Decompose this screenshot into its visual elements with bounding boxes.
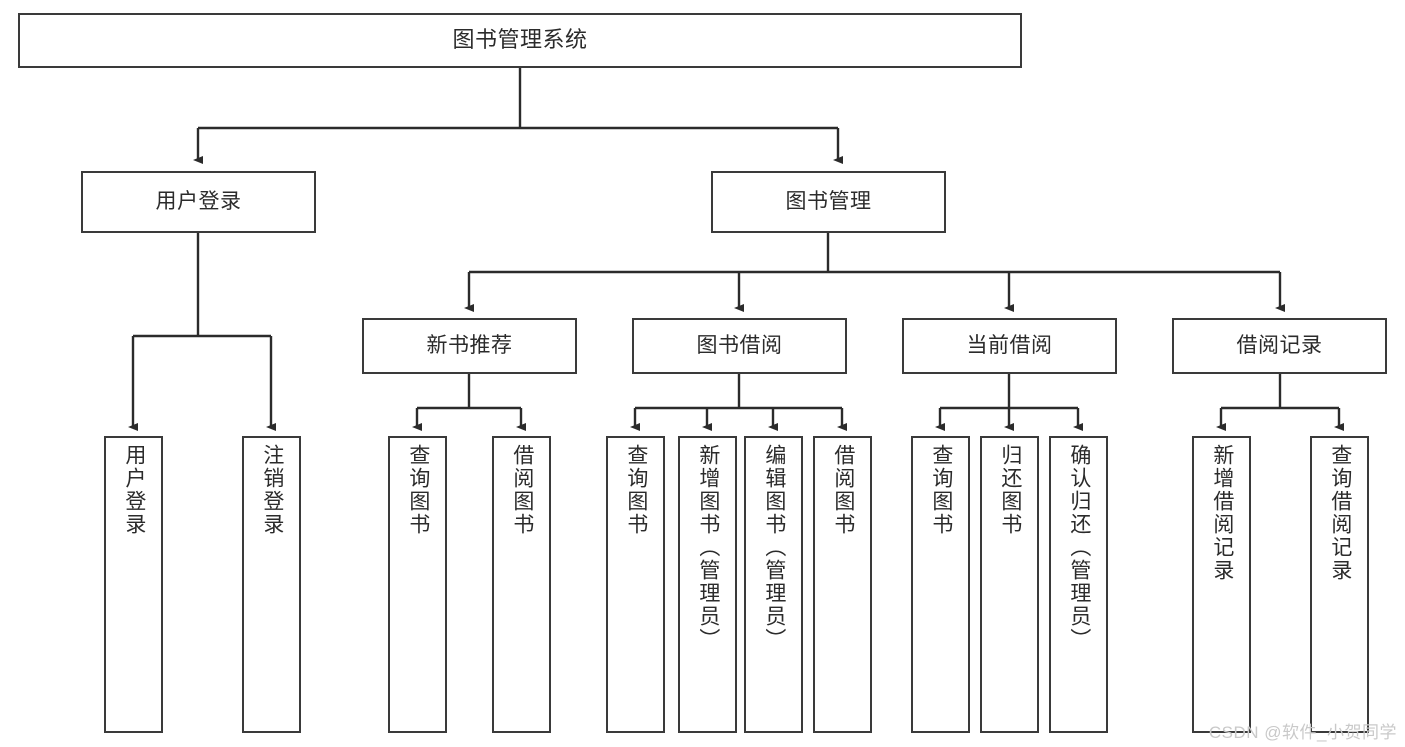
node-current-borrow[interactable]: 当前借阅 bbox=[902, 318, 1117, 374]
leaf-borrow-book-2[interactable]: 借阅图书 bbox=[813, 436, 872, 733]
leaf-logout-label: 注销登录 bbox=[260, 444, 284, 536]
leaf-query-book-1-label: 查询图书 bbox=[406, 444, 430, 536]
leaf-return-book[interactable]: 归还图书 bbox=[980, 436, 1039, 733]
leaf-confirm-return[interactable]: 确认归还（管理员） bbox=[1049, 436, 1108, 733]
leaf-borrow-book-1-label: 借阅图书 bbox=[510, 444, 534, 536]
node-borrow-record-label: 借阅记录 bbox=[1236, 333, 1323, 357]
node-book-borrow-label: 图书借阅 bbox=[696, 333, 783, 357]
leaf-query-book-2[interactable]: 查询图书 bbox=[606, 436, 665, 733]
leaf-add-book[interactable]: 新增图书（管理员） bbox=[678, 436, 737, 733]
leaf-add-record[interactable]: 新增借阅记录 bbox=[1192, 436, 1251, 733]
node-book-manage-label: 图书管理 bbox=[785, 189, 872, 213]
leaf-logout[interactable]: 注销登录 bbox=[242, 436, 301, 733]
leaf-edit-book[interactable]: 编辑图书（管理员） bbox=[744, 436, 803, 733]
node-new-book-rec[interactable]: 新书推荐 bbox=[362, 318, 577, 374]
leaf-confirm-return-label: 确认归还（管理员） bbox=[1067, 444, 1091, 651]
leaf-user-login-label: 用户登录 bbox=[122, 444, 146, 536]
leaf-query-record-label: 查询借阅记录 bbox=[1328, 444, 1352, 582]
leaf-return-book-label: 归还图书 bbox=[998, 444, 1022, 536]
node-current-borrow-label: 当前借阅 bbox=[966, 333, 1053, 357]
node-book-borrow[interactable]: 图书借阅 bbox=[632, 318, 847, 374]
leaf-query-book-3-label: 查询图书 bbox=[929, 444, 953, 536]
leaf-query-record[interactable]: 查询借阅记录 bbox=[1310, 436, 1369, 733]
leaf-query-book-3[interactable]: 查询图书 bbox=[911, 436, 970, 733]
leaf-query-book-1[interactable]: 查询图书 bbox=[388, 436, 447, 733]
leaf-query-book-2-label: 查询图书 bbox=[624, 444, 648, 536]
node-user-login-label: 用户登录 bbox=[155, 189, 242, 213]
leaf-edit-book-label: 编辑图书（管理员） bbox=[762, 444, 786, 651]
node-user-login[interactable]: 用户登录 bbox=[81, 171, 316, 233]
node-root[interactable]: 图书管理系统 bbox=[18, 13, 1022, 68]
leaf-user-login[interactable]: 用户登录 bbox=[104, 436, 163, 733]
leaf-borrow-book-2-label: 借阅图书 bbox=[831, 444, 855, 536]
leaf-borrow-book-1[interactable]: 借阅图书 bbox=[492, 436, 551, 733]
leaf-add-book-label: 新增图书（管理员） bbox=[696, 444, 720, 651]
node-book-manage[interactable]: 图书管理 bbox=[711, 171, 946, 233]
node-root-label: 图书管理系统 bbox=[452, 27, 588, 53]
node-new-book-rec-label: 新书推荐 bbox=[426, 333, 513, 357]
csdn-watermark: CSDN @软件_小贺同学 bbox=[1208, 723, 1397, 742]
leaf-add-record-label: 新增借阅记录 bbox=[1210, 444, 1234, 582]
node-borrow-record[interactable]: 借阅记录 bbox=[1172, 318, 1387, 374]
